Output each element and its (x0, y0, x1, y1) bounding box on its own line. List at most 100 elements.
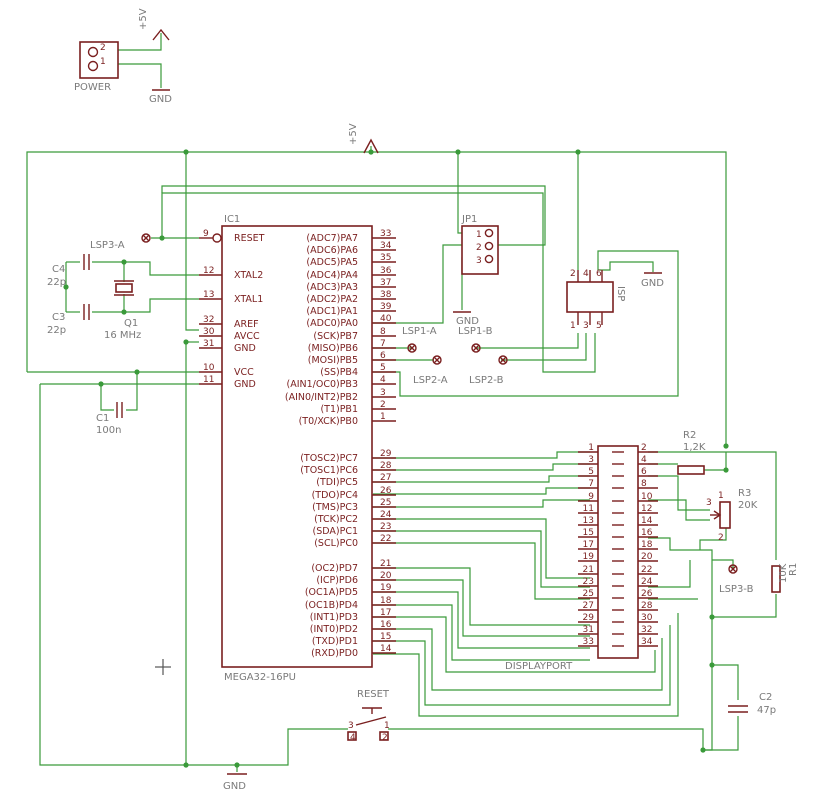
display-pin-left: 9 (588, 492, 594, 502)
ic-right-pin-num: 19 (380, 583, 392, 593)
ic-right-pin-name: (ADC5)PA5 (306, 257, 358, 268)
ic-right-pin-num: 7 (380, 339, 386, 349)
ic-right-pin-num: 20 (380, 571, 392, 581)
lsp1a-label: LSP1-A (402, 326, 437, 337)
c1-value: 100n (96, 425, 121, 436)
display-pin-right: 24 (641, 577, 653, 587)
ic-right-pin-num: 24 (380, 510, 392, 520)
ic-right-pin-num: 36 (380, 266, 392, 276)
jp1-pin-1: 1 (476, 230, 482, 240)
ic-left-pin-name: RESET (234, 233, 265, 244)
q1-value: 16 MHz (104, 330, 141, 341)
c4-value: 22p (47, 277, 66, 288)
ic-left-pin-num: 9 (203, 229, 209, 239)
display-pin-left: 23 (583, 577, 594, 587)
ic-right-pin-name: (ADC1)PA1 (306, 306, 358, 317)
crystal-q1: Q1 16 MHz (104, 280, 141, 341)
ic-right-pin-num: 3 (380, 388, 386, 398)
r1-label: R1 (788, 563, 799, 576)
ic-right-pin-name: (ADC6)PA6 (306, 245, 358, 256)
ic-right-pin-name: (ADC3)PA3 (306, 282, 358, 293)
ic-right-pin-num: 22 (380, 534, 391, 544)
jp1-pin-2: 2 (476, 243, 482, 253)
ic-right-pin-name: (MISO)PB6 (308, 343, 358, 354)
ic-right-pin-num: 40 (380, 314, 392, 324)
ic-left-pin-name: XTAL2 (234, 270, 263, 281)
gnd-isp-label: GND (641, 278, 664, 289)
r3-pin-1: 1 (718, 491, 724, 501)
ic-right-pin-num: 1 (380, 412, 386, 422)
pad-lsp2b (498, 355, 508, 365)
ic-right-pin-num: 15 (380, 632, 391, 642)
ic-left-pin-num: 32 (203, 315, 214, 325)
r3-label: R3 (738, 488, 751, 499)
c2-label: C2 (759, 692, 772, 703)
ic-right-pin-num: 16 (380, 620, 392, 630)
display-pin-left: 27 (583, 601, 594, 611)
ic-right-pin-num: 35 (380, 253, 391, 263)
ic-right-pin-name: (OC1B)PD4 (305, 600, 358, 611)
display-pin-left: 13 (583, 516, 594, 526)
gnd-symbol-bottom: GND (223, 773, 247, 792)
ic-right-pin-name: (SCK)PB7 (313, 331, 358, 342)
display-pin-left: 19 (583, 552, 595, 562)
ic-right-pins: 33(ADC7)PA734(ADC6)PA635(ADC5)PA536(ADC4… (285, 229, 396, 659)
r3-pin-3: 3 (706, 498, 712, 508)
display-pin-right: 28 (641, 601, 653, 611)
ic-right-pin-name: (AIN0/INT2)PB2 (285, 392, 358, 403)
isp-pin-3: 3 (583, 321, 589, 331)
pad-lsp2a (432, 355, 442, 365)
ic-right-pin-num: 5 (380, 363, 386, 373)
display-pins: 1357911131517192123252729313324681012141… (578, 443, 658, 647)
ic-left-pin-num: 13 (203, 290, 214, 300)
power-label: POWER (74, 82, 111, 93)
display-pin-left: 33 (583, 637, 594, 647)
isp-connector: 2 4 6 1 3 5 ISP GND (566, 269, 664, 331)
supply-symbol-mid: +5V (348, 123, 379, 154)
ic-right-pin-name: (OC2)PD7 (311, 563, 358, 574)
display-pin-left: 11 (583, 504, 594, 514)
display-pin-right: 10 (641, 492, 653, 502)
q1-label: Q1 (124, 318, 138, 329)
ic-right-pin-name: (T1)PB1 (320, 404, 358, 415)
ic-left-pin-name: XTAL1 (234, 294, 263, 305)
ic-left-pin-name: GND (234, 379, 256, 390)
supply-symbol-top: +5V (138, 8, 170, 41)
display-pin-left: 5 (588, 467, 594, 477)
plus5v-top-label: +5V (138, 8, 149, 30)
ic-right-pin-name: (RXD)PD0 (311, 648, 358, 659)
reset-label: RESET (357, 689, 390, 700)
ic-right-pin-num: 26 (380, 486, 392, 496)
ic-left-pin-name: AREF (234, 319, 259, 330)
resistor-r2: R2 1,2K (677, 430, 706, 475)
ic-right-pin-name: (SDA)PC1 (313, 526, 359, 537)
reset-pin-1: 1 (384, 721, 390, 731)
display-pin-right: 34 (641, 637, 653, 647)
jp1-label: JP1 (461, 214, 477, 225)
ic-right-pin-num: 21 (380, 559, 391, 569)
plus5v-mid-label: +5V (348, 123, 359, 145)
ic-right-pin-name: (INT1)PD3 (310, 612, 358, 623)
ic-right-pin-num: 6 (380, 351, 386, 361)
ic-right-pin-name: (ADC2)PA2 (306, 294, 358, 305)
ic-right-pin-name: (OC1A)PD5 (305, 587, 358, 598)
ic-left-pin-num: 31 (203, 339, 214, 349)
ic-right-pin-name: (ADC0)PA0 (306, 318, 358, 329)
lsp3a-label: LSP3-A (90, 240, 125, 251)
display-pin-right: 26 (641, 589, 653, 599)
ic-right-pin-num: 29 (380, 449, 392, 459)
ic-right-pin-num: 17 (380, 608, 391, 618)
ic-right-pin-name: (TOSC1)PC6 (300, 465, 358, 476)
ic-left-pin-name: VCC (234, 367, 254, 378)
reset-switch: RESET 3 1 4 2 (347, 689, 390, 743)
ic-right-pin-num: 37 (380, 278, 391, 288)
gnd-bottom-label: GND (223, 781, 246, 792)
isp-label: ISP (615, 286, 626, 301)
display-pin-right: 20 (641, 552, 653, 562)
origin-crosshair (155, 659, 171, 675)
display-pin-right: 12 (641, 504, 652, 514)
display-pin-right: 6 (641, 467, 647, 477)
r2-value: 1,2K (683, 442, 706, 453)
gnd-jp1-label: GND (456, 316, 479, 327)
pad-lsp3b (728, 564, 738, 574)
